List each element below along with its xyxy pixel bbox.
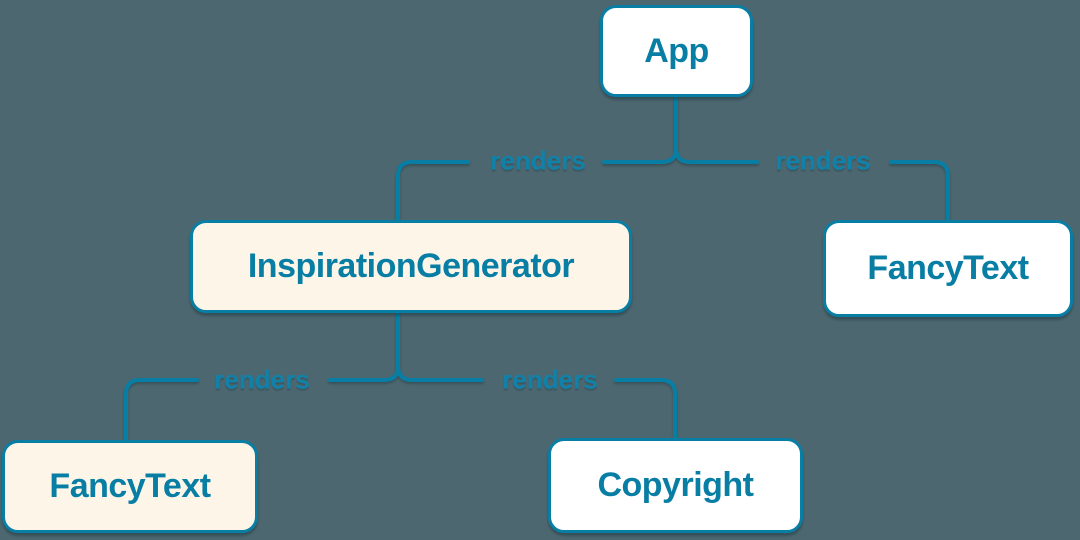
edge-label-inspirationgenerator-fancytext: renders [214, 364, 310, 395]
edge-label-app-inspirationgenerator: renders [490, 145, 586, 176]
node-fancy-text-right: FancyText [823, 220, 1073, 317]
node-copyright: Copyright [548, 438, 803, 533]
edge-label-app-fancytext: renders [775, 145, 871, 176]
node-inspiration-generator: InspirationGenerator [190, 220, 632, 313]
node-fancy-text-left: FancyText [2, 440, 258, 533]
edge-lines [124, 95, 950, 443]
node-app: App [600, 5, 753, 97]
edge-label-inspirationgenerator-copyright: renders [502, 364, 598, 395]
